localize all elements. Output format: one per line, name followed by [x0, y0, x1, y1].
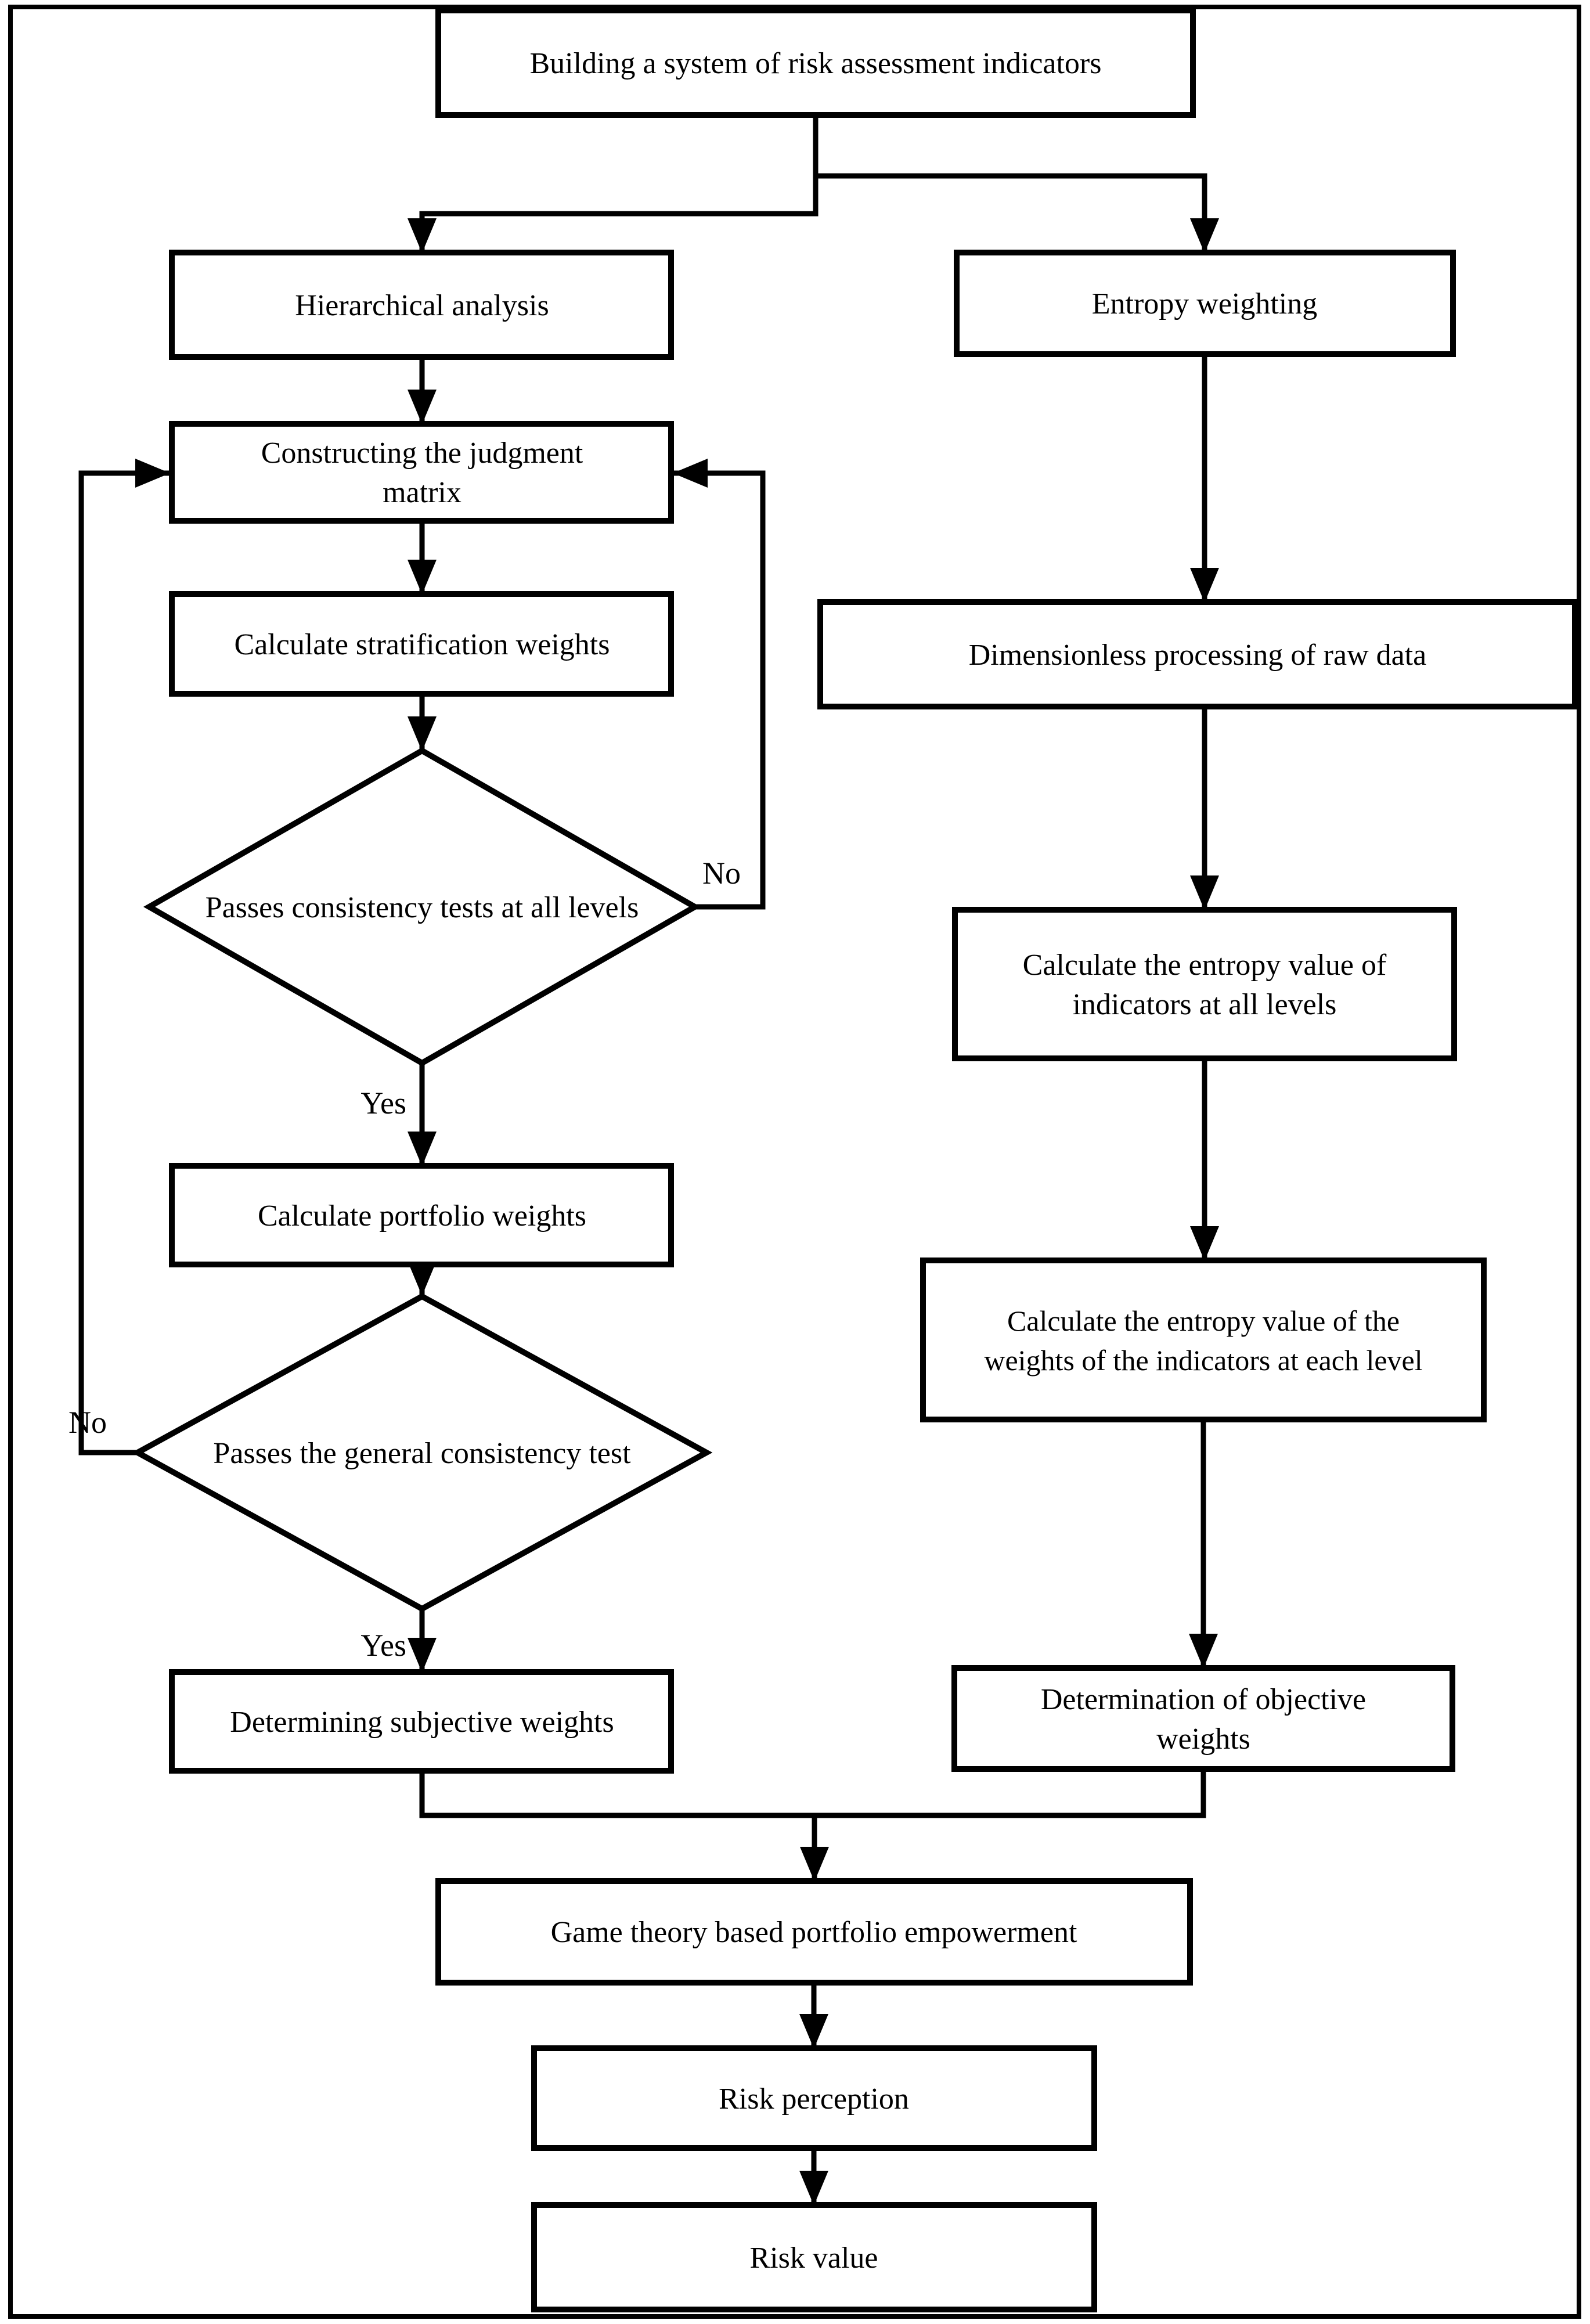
- node-judgment-matrix: [169, 421, 674, 524]
- node-objective-weights-line2: weights: [1156, 1723, 1250, 1756]
- node-entropy-value-weights-line1: Calculate the entropy value of the: [1007, 1305, 1400, 1337]
- node-dimensionless-processing: [817, 599, 1578, 709]
- edge-label-no-general: No: [68, 1405, 107, 1440]
- node-subjective-weights-label: Determining subjective weights: [230, 1706, 614, 1739]
- node-stratification-weights: [169, 591, 674, 697]
- node-entropy-value-weights: [920, 1258, 1487, 1422]
- edge-label-yes-general: Yes: [360, 1628, 406, 1663]
- node-risk-perception-label: Risk perception: [719, 2082, 909, 2116]
- node-risk-value: [531, 2202, 1097, 2312]
- node-dimensionless-processing-label: Dimensionless processing of raw data: [969, 639, 1426, 672]
- node-entropy-value-indicators-line2: indicators at all levels: [1073, 988, 1337, 1021]
- node-building-system-label: Building a system of risk assessment ind…: [529, 47, 1101, 80]
- node-risk-value-label: Risk value: [750, 2242, 878, 2275]
- edge-no-feedback-right: [673, 459, 766, 910]
- decision-general-consistency-label: Passes the general consistency test: [213, 1437, 631, 1470]
- node-game-theory: [435, 1878, 1193, 1986]
- node-portfolio-weights: [169, 1163, 674, 1267]
- decision-consistency-all-levels-label: Passes consistency tests at all levels: [205, 891, 639, 924]
- node-hierarchical-analysis-label: Hierarchical analysis: [295, 289, 549, 322]
- node-risk-perception: [531, 2045, 1097, 2151]
- decision-general-consistency: [131, 1293, 713, 1612]
- node-portfolio-weights-label: Calculate portfolio weights: [258, 1199, 586, 1233]
- node-objective-weights: [951, 1665, 1455, 1772]
- node-subjective-weights: [169, 1669, 674, 1774]
- node-stratification-weights-label: Calculate stratification weights: [235, 628, 610, 661]
- node-objective-weights-line1: Determination of objective: [1041, 1683, 1366, 1716]
- node-entropy-weighting: [954, 250, 1456, 357]
- node-entropy-value-indicators-line1: Calculate the entropy value of: [1023, 949, 1387, 982]
- node-entropy-value-indicators: [952, 907, 1457, 1061]
- node-judgment-matrix-line2: matrix: [383, 476, 462, 509]
- edge-label-yes-consistency: Yes: [360, 1086, 406, 1120]
- node-judgment-matrix-line1: Constructing the judgment: [261, 437, 583, 470]
- node-entropy-value-weights-line2: weights of the indicators at each level: [984, 1344, 1422, 1377]
- node-game-theory-label: Game theory based portfolio empowerment: [551, 1916, 1077, 1949]
- figure-border: [8, 5, 1581, 2319]
- decision-consistency-all-levels: [143, 747, 701, 1066]
- edge-label-no-consistency: No: [702, 856, 741, 891]
- edge-no-feedback-left: [78, 459, 170, 1455]
- node-entropy-weighting-label: Entropy weighting: [1092, 287, 1318, 320]
- node-hierarchical-analysis: [169, 250, 674, 360]
- node-building-system: [435, 8, 1196, 118]
